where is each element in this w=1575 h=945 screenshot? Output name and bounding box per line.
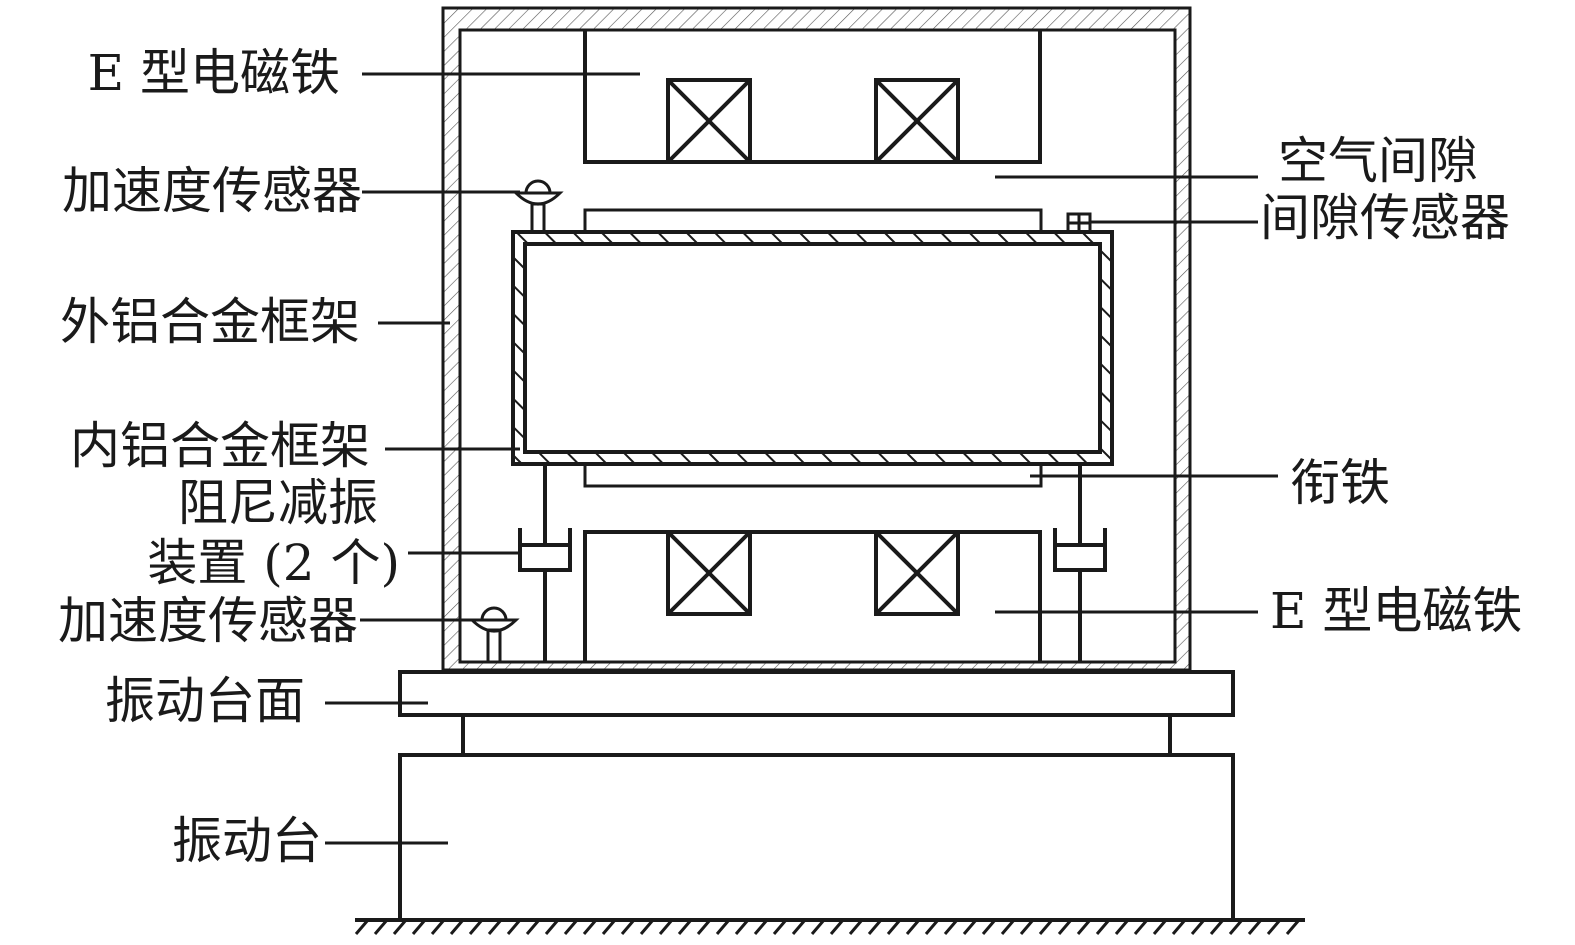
accelerometer-bottom — [468, 606, 520, 664]
label-table-surface: 振动台面 — [105, 672, 305, 730]
label-shaker: 振动台 — [172, 812, 322, 870]
ground-hatch-mark — [791, 919, 807, 935]
ground-hatch-mark — [563, 919, 579, 935]
ground-hatch-mark — [1266, 919, 1282, 935]
e-magnet-bottom — [583, 530, 1042, 662]
ground-hatch-mark — [620, 919, 636, 935]
ground-hatch-mark — [867, 919, 883, 935]
ground-hatch-mark — [487, 919, 503, 935]
ground-hatch-mark — [430, 919, 446, 935]
ground-hatch-mark — [1057, 919, 1073, 935]
ground-hatch-mark — [1171, 919, 1187, 935]
ground-hatch-mark — [677, 919, 693, 935]
ground-hatch-mark — [392, 919, 408, 935]
ground-hatch-mark — [848, 919, 864, 935]
ground-hatch-mark — [1114, 919, 1130, 935]
shaker-connector — [461, 715, 1172, 755]
ground-hatch-mark — [1000, 919, 1016, 935]
accelerometer-top — [512, 179, 564, 234]
coil-bottom-right — [874, 530, 960, 616]
label-accel-sensor-top: 加速度传感器 — [62, 162, 362, 220]
coil-top-right — [874, 78, 960, 164]
ground-hatch-mark — [962, 919, 978, 935]
ground-hatch-mark — [772, 919, 788, 935]
ground-hatch-mark — [639, 919, 655, 935]
label-gap-sensor: 间隙传感器 — [1260, 189, 1510, 247]
ground-hatch-mark — [544, 919, 560, 935]
inner-aluminum-frame — [511, 230, 1114, 466]
coil-top-left — [666, 78, 752, 164]
ground-hatch-mark — [1038, 919, 1054, 935]
ground-hatch-mark — [506, 919, 522, 935]
e-magnet-top — [583, 30, 1042, 164]
ground-hatch-mark — [943, 919, 959, 935]
ground-hatch-mark — [601, 919, 617, 935]
ground-hatch-mark — [468, 919, 484, 935]
ground-hatch-mark — [1247, 919, 1263, 935]
label-armature: 衔铁 — [1290, 454, 1390, 512]
shaker-body — [398, 753, 1235, 922]
ground-hatch-mark — [1190, 919, 1206, 935]
label-accel-sensor-bottom: 加速度传感器 — [58, 592, 358, 650]
ground-hatch-mark — [1076, 919, 1092, 935]
leader-lines — [325, 72, 1278, 845]
ground-hatch-mark — [354, 919, 370, 935]
label-outer-frame: 外铝合金框架 — [60, 293, 360, 351]
ground-hatch-mark — [1133, 919, 1149, 935]
label-e-magnet-bottom: E 型电磁铁 — [1270, 582, 1522, 640]
ground-hatch-mark — [924, 919, 940, 935]
ground-hatch-mark — [582, 919, 598, 935]
ground-hatch-mark — [1095, 919, 1111, 935]
ground-hatch-mark — [886, 919, 902, 935]
ground-hatch-mark — [1285, 919, 1301, 935]
vibration-table-surface — [398, 670, 1235, 717]
ground — [354, 918, 1305, 935]
ground-hatch-mark — [810, 919, 826, 935]
ground-hatch-mark — [525, 919, 541, 935]
ground-hatch-mark — [449, 919, 465, 935]
ground-hatch-mark — [753, 919, 769, 935]
ground-hatch-mark — [734, 919, 750, 935]
ground-hatch-mark — [905, 919, 921, 935]
ground-hatch-mark — [981, 919, 997, 935]
label-e-magnet-top: E 型电磁铁 — [88, 44, 340, 102]
gap-sensor — [1066, 212, 1092, 234]
armature-bottom — [583, 462, 1043, 488]
ground-hatch-mark — [696, 919, 712, 935]
label-air-gap: 空气间隙 — [1278, 132, 1478, 190]
ground-hatch-mark — [373, 919, 389, 935]
label-inner-frame: 内铝合金框架 — [70, 417, 370, 475]
label-damper-line2: 装置 (2 个) — [147, 534, 400, 592]
ground-hatch-mark — [658, 919, 674, 935]
label-damper-line1: 阻尼减振 — [178, 474, 378, 532]
armature-top — [583, 208, 1043, 234]
damper-left — [518, 464, 572, 662]
damper-right — [1053, 464, 1107, 662]
ground-hatch-mark — [1019, 919, 1035, 935]
ground-hatch-mark — [411, 919, 427, 935]
ground-hatch-mark — [829, 919, 845, 935]
ground-hatch-mark — [1152, 919, 1168, 935]
coil-bottom-left — [666, 530, 752, 616]
ground-hatch-mark — [715, 919, 731, 935]
ground-hatch-mark — [1209, 919, 1225, 935]
ground-hatch-mark — [1228, 919, 1244, 935]
